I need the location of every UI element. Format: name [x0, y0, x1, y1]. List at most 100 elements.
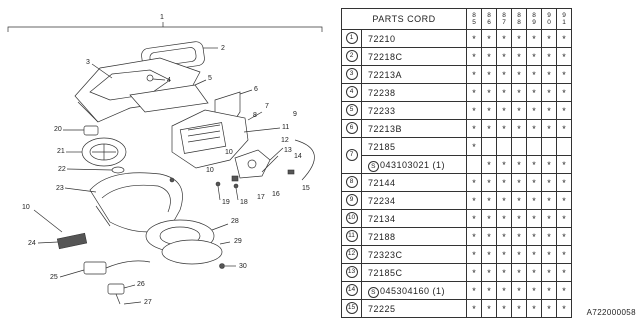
callout-10b: 10 — [206, 167, 214, 174]
applicability-cell: * — [526, 245, 542, 264]
applicability-cell: * — [481, 173, 497, 192]
applicability-cell: * — [541, 281, 557, 300]
part-code-cell: 72188 — [361, 227, 467, 246]
applicability-cell: * — [466, 83, 482, 102]
applicability-cell: * — [526, 101, 542, 120]
applicability-cell: * — [556, 29, 572, 48]
callout-4: 4 — [167, 77, 171, 84]
leader-lines — [37, 129, 239, 305]
ref-number-cell: 11 — [341, 227, 362, 246]
applicability-cell: * — [466, 119, 482, 138]
applicability-cell: * — [466, 263, 482, 282]
applicability-cell: * — [466, 65, 482, 84]
applicability-cell: * — [556, 155, 572, 174]
applicability-cell: * — [481, 227, 497, 246]
applicability-cell: * — [481, 65, 497, 84]
applicability-cell: * — [496, 119, 512, 138]
applicability-cell: * — [526, 209, 542, 228]
applicability-cell: * — [541, 29, 557, 48]
ref-number-cell: 1 — [341, 29, 362, 48]
applicability-cell: * — [481, 191, 497, 210]
applicability-cell: * — [511, 209, 527, 228]
part-code-cell: 72234 — [361, 191, 467, 210]
callout-2: 2 — [221, 45, 225, 52]
callout-6: 6 — [254, 86, 258, 93]
ref-number: 8 — [345, 175, 358, 188]
part-code-cell: 72213B — [361, 119, 467, 138]
applicability-cell: * — [541, 65, 557, 84]
part-code: 72218C — [368, 51, 403, 62]
applicability-cell: * — [556, 299, 572, 318]
part-code-cell: 72238 — [361, 83, 467, 102]
callout-1: 1 — [160, 14, 164, 21]
callout-5: 5 — [208, 75, 212, 82]
part-code: 72144 — [368, 177, 396, 188]
ref-number-cell: 7 — [341, 137, 362, 174]
part-code-cell: 72210 — [361, 29, 467, 48]
part-code: 72213B — [368, 123, 403, 134]
fan-motor-part — [81, 125, 127, 167]
ref-number: 2 — [345, 49, 358, 62]
applicability-cell: * — [466, 191, 482, 210]
actuator-part — [231, 139, 315, 182]
applicability-cell: * — [511, 245, 527, 264]
applicability-cell: * — [556, 281, 572, 300]
applicability-cell: * — [481, 299, 497, 318]
part-code-cell: 72213A — [361, 65, 467, 84]
callout-22: 22 — [58, 166, 66, 173]
applicability-cell: * — [481, 47, 497, 66]
part-code: 72225 — [368, 303, 396, 314]
standard-part-marker: S — [368, 160, 379, 172]
ref-number: 1 — [345, 31, 358, 44]
applicability-cell: * — [511, 119, 527, 138]
applicability-cell: * — [511, 173, 527, 192]
applicability-cell: * — [541, 209, 557, 228]
callout-21: 21 — [57, 148, 65, 155]
applicability-cell: * — [466, 299, 482, 318]
applicability-cell: * — [466, 47, 482, 66]
callout-3: 3 — [86, 59, 90, 66]
ref-number-cell: 12 — [341, 245, 362, 264]
wiring-part — [83, 260, 151, 305]
ref-number-cell: 15 — [341, 299, 362, 318]
part-code-cell: 72218C — [361, 47, 467, 66]
applicability-cell: * — [466, 137, 482, 156]
standard-part-marker: S — [368, 286, 379, 298]
screw-part — [219, 263, 236, 269]
applicability-cell: * — [556, 101, 572, 120]
applicability-cell: * — [496, 263, 512, 282]
ref-number-cell: 6 — [341, 119, 362, 138]
callout-11: 11 — [282, 124, 289, 131]
callout-26: 26 — [137, 281, 145, 288]
applicability-cell: * — [556, 173, 572, 192]
ref-number-cell: 2 — [341, 47, 362, 66]
exploded-parts-diagram: 1 2 3 4 5 6 7 8 9 10 10 11 12 13 14 15 1… — [7, 14, 323, 306]
ref-number-cell: 10 — [341, 209, 362, 228]
callout-19: 19 — [222, 199, 230, 206]
applicability-cell: * — [496, 155, 512, 174]
applicability-cell: * — [556, 191, 572, 210]
ref-number-cell: 9 — [341, 191, 362, 210]
applicability-cell: * — [466, 209, 482, 228]
applicability-cell: * — [511, 65, 527, 84]
applicability-cell: * — [541, 245, 557, 264]
ref-number: 9 — [345, 193, 358, 206]
applicability-cell — [511, 137, 527, 156]
applicability-cell: * — [511, 47, 527, 66]
applicability-cell: * — [556, 227, 572, 246]
lower-casing-part — [89, 172, 183, 233]
